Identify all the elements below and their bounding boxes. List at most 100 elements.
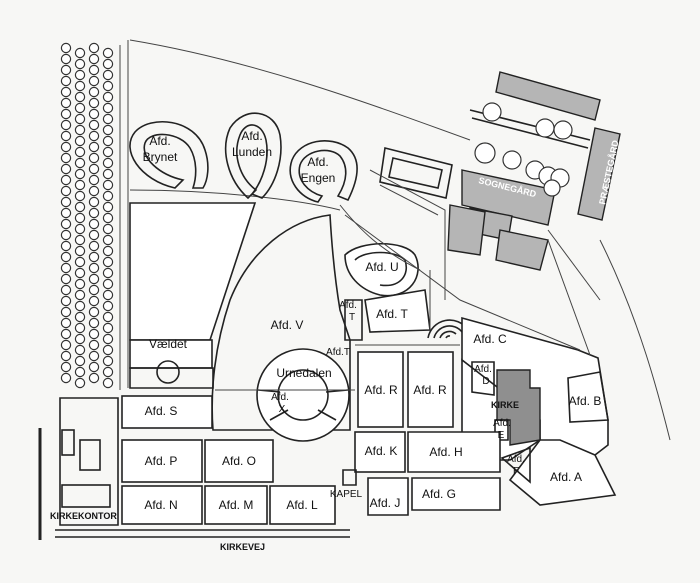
tree-icon: [102, 366, 114, 378]
tree-icon: [74, 289, 86, 301]
tree-icon: [74, 80, 86, 92]
tree-icon: [74, 355, 86, 367]
boundary-lines: [119, 39, 671, 441]
tree-icon: [60, 108, 72, 120]
tree-icon: [60, 174, 72, 186]
label-afd-r1: Afd. R: [364, 383, 398, 397]
tree-icon: [74, 344, 86, 356]
tree-icon: [60, 86, 72, 98]
label-afd-e-line1: Afd.: [493, 418, 511, 429]
tree-icon: [102, 344, 114, 356]
label-afd-x-line1: Afd.: [271, 392, 289, 403]
tree-icon: [102, 179, 114, 191]
label-afd-v: Afd. V: [271, 318, 304, 332]
tree-icon: [102, 190, 114, 202]
label-afd-m: Afd. M: [219, 498, 254, 512]
label-afd-g: Afd. G: [422, 487, 456, 501]
tree-icon: [60, 229, 72, 241]
north-buildings: [379, 71, 621, 271]
tree-icon: [88, 53, 100, 65]
tree-icon: [102, 113, 114, 125]
tree-icon: [74, 234, 86, 246]
tree-icon: [102, 47, 114, 59]
tree-icon: [102, 212, 114, 224]
tree-icon: [102, 168, 114, 180]
tree-icon: [74, 179, 86, 191]
tree-icon: [60, 196, 72, 208]
tree-icon: [74, 223, 86, 235]
tree-icon: [74, 124, 86, 136]
label-kapel: KAPEL: [330, 489, 363, 500]
afd-v-area: [211, 214, 351, 431]
label-afd-n: Afd. N: [144, 498, 177, 512]
tree-icon: [88, 251, 100, 263]
tree-icon: [74, 91, 86, 103]
tree-icon: [74, 58, 86, 70]
tree-icon: [102, 146, 114, 158]
label-afd-f-line1: Afd.: [507, 454, 525, 465]
tree-icon: [102, 267, 114, 279]
tree-icon: [60, 141, 72, 153]
tree-icon: [88, 361, 100, 373]
tree-icon: [60, 119, 72, 131]
tree-icon: [60, 262, 72, 274]
tree-icon: [102, 300, 114, 312]
tree-icon: [74, 366, 86, 378]
label-afd-o: Afd. O: [222, 454, 256, 468]
tree-icon: [88, 339, 100, 351]
tree-icon: [74, 322, 86, 334]
tree-icon: [60, 361, 72, 373]
label-afd-d-line2: D: [482, 376, 489, 387]
horseshoe-plots: [129, 112, 358, 203]
tree-icon: [102, 69, 114, 81]
tree-icon: [88, 141, 100, 153]
tree-icon: [88, 163, 100, 175]
tree-icon: [60, 218, 72, 230]
courtyard-trees: [474, 102, 573, 197]
tree-icon: [60, 130, 72, 142]
label-vaeldet: Vældet: [149, 337, 188, 351]
tree-icon: [102, 256, 114, 268]
tree-icon: [88, 306, 100, 318]
tree-icon: [102, 355, 114, 367]
tree-icon: [60, 75, 72, 87]
tree-icon: [60, 64, 72, 76]
label-engen-line2: Engen: [301, 171, 336, 185]
label-afd-l: Afd. L: [286, 498, 318, 512]
label-urnedalen: Urnedalen: [276, 366, 331, 380]
tree-icon: [74, 69, 86, 81]
label-afd-s: Afd. S: [145, 404, 178, 418]
tree-icon: [88, 119, 100, 131]
upper-left-field: [129, 202, 257, 389]
label-afd-p: Afd. P: [145, 454, 178, 468]
label-kirke: KIRKE: [491, 400, 519, 410]
label-afd-k: Afd. K: [365, 444, 398, 458]
tree-icon: [74, 212, 86, 224]
tree-icon: [102, 245, 114, 257]
tree-icon: [60, 350, 72, 362]
label-afd-h: Afd. H: [429, 445, 462, 459]
tree-icon: [74, 113, 86, 125]
tree-icon: [102, 124, 114, 136]
tree-icon: [60, 42, 72, 54]
tree-icon: [60, 53, 72, 65]
tree-icon: [88, 174, 100, 186]
tree-icon: [102, 80, 114, 92]
label-afd-t-small-line1: Afd.: [339, 300, 357, 311]
tree-icon: [74, 377, 86, 389]
tree-icon: [88, 130, 100, 142]
tree-icon: [74, 47, 86, 59]
label-afd-x-line2: X: [279, 404, 286, 415]
tree-icon: [88, 152, 100, 164]
tree-icon: [88, 295, 100, 307]
tree-icon: [60, 284, 72, 296]
label-afd-t2: Afd.T: [326, 347, 350, 358]
label-afd-t: Afd. T: [376, 307, 408, 321]
tree-icon: [60, 328, 72, 340]
label-afd-t-small-line2: T: [349, 312, 355, 323]
tree-icon: [60, 372, 72, 384]
tree-icon: [74, 190, 86, 202]
tree-icon: [74, 135, 86, 147]
tree-icon: [74, 102, 86, 114]
label-kirkekontor: KIRKEKONTOR: [50, 511, 117, 521]
